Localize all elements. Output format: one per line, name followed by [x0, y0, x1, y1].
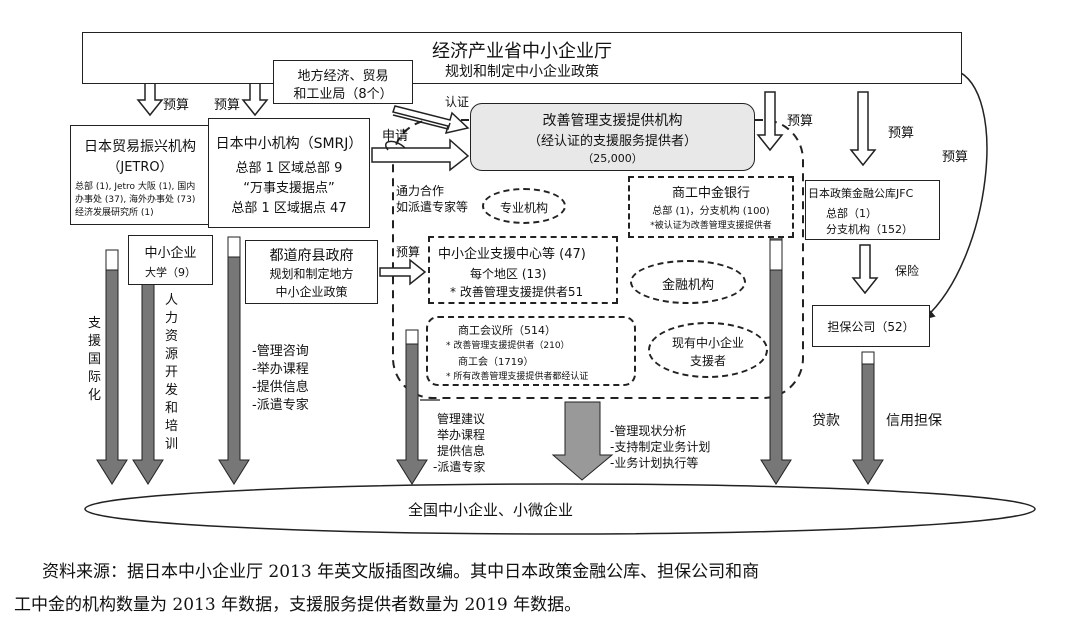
vertical-intl: 支援国际化 [88, 316, 102, 403]
label-budget-2: 预算 [214, 98, 241, 113]
jetro-abbr: （JETRO） [107, 160, 173, 175]
shoko-line1: 总部 (1)，分支机构 (100) [652, 206, 770, 217]
smrj-line3: 总部 1 区域据点 47 [231, 201, 347, 216]
arrow-intl [96, 249, 128, 485]
certified-line2: （经认证的支援服务提供者） [527, 134, 697, 149]
university-sub: 大学（9） [145, 266, 196, 279]
finance-label: 金融机构 [661, 278, 714, 293]
cooperation-line2: 如派遣专家等 [396, 200, 469, 214]
budget-arrow-jetro [136, 81, 164, 117]
centers-title: 中小企业支援中心等 (47) [438, 247, 586, 262]
cert-service-2: -支持制定业务计划 [610, 440, 711, 454]
jetro-title: 日本贸易振兴机构 [84, 139, 196, 155]
chamber-line1: 商工会议所（514） [458, 324, 556, 337]
cooperation-line1: 通力合作 [396, 184, 445, 198]
bottom-ellipse [84, 483, 1036, 535]
jetro-line2: 办事处 (37), 海外办事处 (73) [75, 195, 196, 205]
arrow-hr [132, 261, 164, 485]
arrow-smrj-services [218, 236, 250, 485]
smrj-service-2: -举办课程 [252, 362, 309, 377]
chamber-service-4: -派遣专家 [433, 460, 486, 474]
jfc-title: 日本政策金融公库JFC [808, 187, 914, 200]
jfc-line2: 分支机构（152） [826, 223, 913, 236]
certified-provider-box: 改善管理支援提供机构 （经认证的支援服务提供者） （25,000） [470, 103, 755, 171]
certified-line1: 改善管理支援提供机构 [542, 113, 683, 129]
jfc-box: 日本政策金融公库JFC 总部（1） 分支机构（152） [805, 180, 940, 240]
prefecture-box: 都道府县政府 规划和制定地方 中小企业政策 [245, 240, 378, 304]
apply-arrow [371, 138, 470, 172]
label-budget-4: 预算 [888, 126, 915, 141]
certified-line3: （25,000） [582, 152, 643, 165]
caption-line1: 资料来源：据日本中小企业厅 2013 年英文版插图改编。其中日本政策金融公库、担… [42, 562, 760, 582]
smrj-service-3: -提供信息 [252, 380, 309, 395]
caption-line2: 工中金的机构数量为 2013 年数据，支援服务提供者数量为 2019 年数据。 [14, 595, 582, 615]
existing-line1: 现有中小企业 [671, 336, 744, 350]
jfc-line1: 总部（1） [826, 207, 877, 220]
label-budget-1: 预算 [163, 98, 190, 113]
specialist-ellipse: 专业机构 [482, 188, 566, 224]
cert-service-1: -管理现状分析 [610, 424, 687, 438]
jetro-box: 日本贸易振兴机构 （JETRO） 总部 (1), Jetro 大阪 (1), 国… [70, 125, 210, 225]
label-budget-3: 预算 [787, 114, 814, 129]
chamber-box: 商工会议所（514） * 改善管理支援提供者（210） 商工会（1719） * … [426, 316, 636, 386]
smrj-line1: 总部 1 区域总部 9 [235, 161, 343, 176]
label-certify: 认证 [445, 95, 470, 109]
shoko-line2: *被认证为改善管理支援提供者 [650, 221, 772, 231]
arrow-guarantee [852, 351, 884, 485]
insurance-arrow [851, 244, 879, 295]
arrow-center [551, 401, 614, 481]
guarantee-box: 担保公司（52） [812, 305, 930, 347]
chamber-service-3: 提供信息 [437, 444, 486, 458]
budget-arrow-jfc [849, 91, 877, 167]
bottom-target-label: 全国中小企业、小微企业 [408, 501, 574, 519]
existing-line2: 支援者 [689, 354, 726, 368]
university-box: 中小企业 大学（9） [128, 235, 213, 285]
specialist-label: 专业机构 [499, 201, 548, 215]
university-title: 中小企业 [144, 246, 197, 261]
regional-line2: 和工业局（8个） [293, 87, 393, 102]
regional-line1: 地方经济、贸易 [297, 69, 389, 84]
jetro-line1: 总部 (1), Jetro 大阪 (1), 国内 [75, 182, 196, 192]
smrj-title: 日本中小机构（SMRJ） [215, 136, 363, 152]
vertical-hr: 人力资源开发和培训 [165, 293, 179, 452]
ministry-box: 经济产业省中小企业厅 规划和制定中小企业政策 [82, 32, 962, 84]
smrj-line2: “万事支援据点” [243, 181, 335, 196]
regional-bureau-box: 地方经济、贸易 和工业局（8个） [273, 60, 413, 104]
support-region-outline [392, 119, 804, 399]
prefecture-line2: 规划和制定地方 [269, 267, 354, 281]
chamber-line2: * 改善管理支援提供者（210） [446, 341, 570, 351]
existing-supporters-ellipse: 现有中小企业 支援者 [648, 322, 768, 378]
financial-institutions-ellipse: 金融机构 [630, 260, 746, 304]
chamber-service-2: 举办课程 [437, 428, 486, 442]
label-credit: 信用担保 [886, 413, 942, 429]
smrj-service-1: -管理咨询 [252, 344, 309, 359]
guarantee-label: 担保公司（52） [827, 320, 915, 334]
chamber-line3: 商工会（1719） [458, 357, 534, 368]
centers-line1: 每个地区 (13) [470, 267, 547, 281]
label-apply: 申请 [382, 129, 409, 144]
budget-arrow-smrj [241, 81, 269, 117]
label-budget-5: 预算 [942, 150, 969, 165]
ministry-subtitle: 规划和制定中小企业政策 [445, 64, 599, 80]
cert-service-3: -业务计划执行等 [610, 456, 699, 470]
support-centers-box: 中小企业支援中心等 (47) 每个地区 (13) * 改善管理支援提供者51 [428, 236, 618, 304]
prefecture-line3: 中小企业政策 [275, 285, 348, 299]
label-loan: 贷款 [812, 413, 840, 429]
smrj-service-4: -派遣专家 [252, 398, 309, 413]
prefecture-line1: 都道府县政府 [269, 248, 354, 264]
ministry-title: 经济产业省中小企业厅 [432, 41, 612, 62]
budget-arrow-certified [756, 91, 784, 152]
label-budget-6: 预算 [396, 245, 421, 259]
label-insure: 保险 [895, 264, 920, 278]
smrj-box: 日本中小机构（SMRJ） 总部 1 区域总部 9 “万事支援据点” 总部 1 区… [208, 118, 370, 228]
jetro-line3: 经济发展研究所 (1) [75, 208, 154, 218]
chamber-service-1: 管理建议 [437, 412, 486, 426]
arrow-chamber [396, 334, 428, 485]
shoko-chukin-box: 商工中金银行 总部 (1)，分支机构 (100) *被认证为改善管理支援提供者 [628, 176, 794, 238]
shoko-title: 商工中金银行 [671, 186, 750, 201]
curve-budget-guarantee [922, 69, 988, 321]
centers-line2: * 改善管理支援提供者51 [450, 285, 584, 299]
chamber-line4: * 所有改善管理支援提供者都经认证 [446, 372, 589, 382]
